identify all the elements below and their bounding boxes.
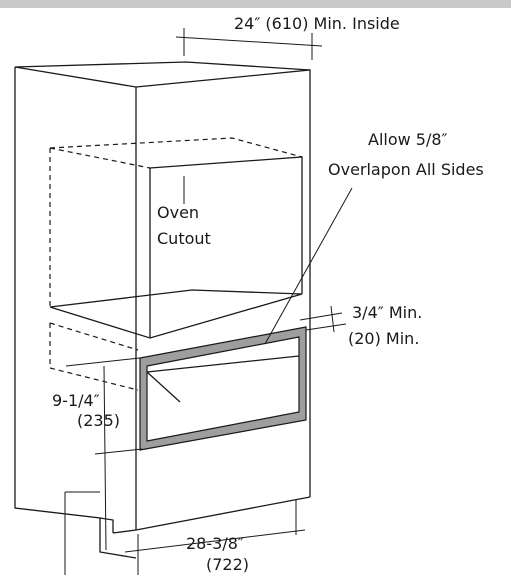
drawer-left-bottom bbox=[146, 371, 181, 403]
overlap-callout: Allow 5/8″ Overlapon All Sides bbox=[264, 130, 484, 345]
drawer-hidden-left bbox=[49, 323, 139, 391]
dimension-drawer-height: 9-1/4″ (235) bbox=[52, 357, 143, 551]
top-clearance-label-line1: 3/4″ Min. bbox=[352, 303, 422, 322]
width-dim-line bbox=[124, 529, 306, 553]
oven-cutout bbox=[49, 137, 303, 339]
drawer-hidden-top bbox=[49, 322, 139, 351]
top-clearance-ext-2 bbox=[305, 323, 347, 331]
dimension-overall-width: 28-3/8″ (722) bbox=[64, 491, 306, 575]
cutout-label-line2: Cutout bbox=[157, 229, 211, 248]
height-label-line1: 9-1/4″ bbox=[52, 391, 100, 410]
dimension-inside-width: 24″ (610) Min. Inside bbox=[175, 14, 400, 60]
cabinet-left-side bbox=[14, 67, 137, 559]
top-clearance-ext-1 bbox=[299, 312, 343, 321]
overlap-label-line1: Allow 5/8″ bbox=[368, 130, 448, 149]
top-clearance-label-line2: (20) Min. bbox=[348, 329, 419, 348]
cabinet-top-right-edge bbox=[135, 69, 311, 497]
dimension-top-clearance: 3/4″ Min. (20) Min. bbox=[299, 303, 422, 348]
height-ext-bottom bbox=[94, 448, 143, 455]
overlap-label-line2: Overlapon All Sides bbox=[328, 160, 484, 179]
cabinet-toe-notch bbox=[99, 517, 114, 533]
cutout-hidden-top-back bbox=[49, 137, 303, 158]
cutout-hidden-top-left bbox=[49, 147, 151, 169]
cutout-top-edge bbox=[149, 156, 303, 294]
cabinet-toe-kick bbox=[112, 529, 137, 534]
cabinet-bottom-front-edge bbox=[135, 496, 311, 531]
cutout-callout: Oven Cutout bbox=[157, 176, 211, 248]
height-ext-top bbox=[65, 357, 141, 367]
trim-frame bbox=[139, 326, 307, 451]
cutout-floor bbox=[49, 289, 303, 339]
width-label-line1: 28-3/8″ bbox=[186, 534, 244, 553]
cabinet-outline bbox=[14, 61, 311, 559]
height-label-line2: (235) bbox=[77, 411, 120, 430]
header-bar bbox=[0, 0, 511, 8]
width-label-line2: (722) bbox=[206, 555, 249, 574]
inside-width-dim-line bbox=[175, 36, 323, 47]
inside-width-label: 24″ (610) Min. Inside bbox=[234, 14, 400, 33]
top-clearance-dim-line bbox=[330, 305, 335, 333]
height-dim-line bbox=[103, 365, 107, 551]
drawer-back-top bbox=[146, 355, 300, 373]
trim-frame-inner bbox=[146, 336, 300, 442]
overlap-leader-line bbox=[264, 187, 353, 345]
cutout-label-line1: Oven bbox=[157, 203, 199, 222]
cabinet-top-back-edge bbox=[14, 61, 311, 71]
